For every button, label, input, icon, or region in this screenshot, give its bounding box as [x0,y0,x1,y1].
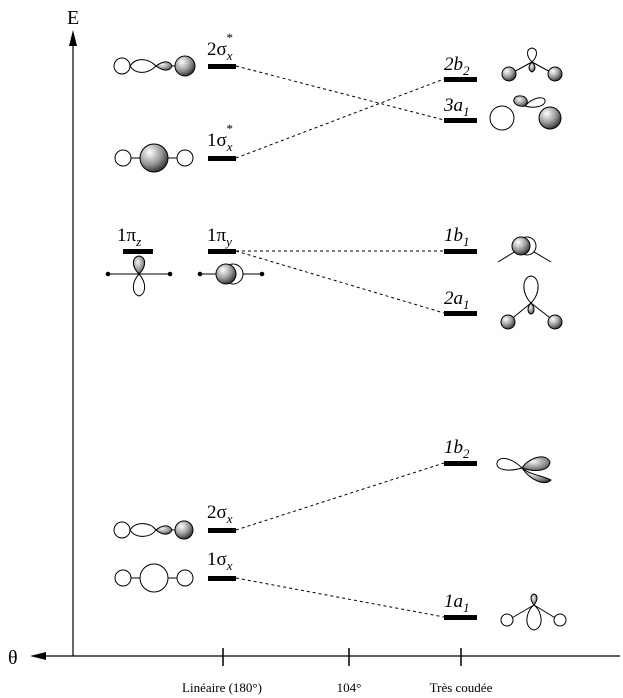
orbital-1b1-icon [497,236,552,263]
label-3a1: 3a1 [443,95,470,119]
label-1sigma-star: 1σx* [207,121,233,154]
orbital-1a1-icon [500,593,567,631]
correlation-1piy-2a1 [235,250,445,314]
orbital-1sigma-icon [114,563,194,593]
orbital-1b2-icon [496,456,552,483]
orbital-2sigma-icon [113,520,194,540]
label-1piy: 1πy [207,225,232,249]
level-bar-1piz [123,249,153,254]
label-2b2: 2b2 [444,54,470,78]
label-2sigma: 2σx [207,502,233,526]
orbital-1sigma-star-icon [114,143,194,173]
level-bar-2b2 [444,77,477,82]
orbital-1piy-icon [197,263,265,285]
level-bar-1b2 [444,461,477,466]
label-2sigma-star: 2σx* [207,30,233,63]
tick-label-104: 104° [337,680,362,695]
level-bar-1sigma [208,576,236,581]
angle-axis-arrow-icon [30,652,46,660]
label-1sigma: 1σx [207,549,233,573]
angle-axis: θ Linéaire (180°) 104° Très coudée [8,647,620,695]
correlation-1sigma-1a1 [235,577,445,618]
level-bar-1sigma-star [208,156,236,161]
level-bar-2a1 [444,311,477,316]
correlation-lines [235,65,445,618]
tick-label-bent: Très coudée [430,680,493,695]
label-1b2: 1b2 [444,437,470,461]
level-bar-2sigma [208,528,236,533]
orbital-3a1-icon [489,95,562,131]
left-level-bars [123,64,236,581]
right-level-bars [444,77,477,620]
level-bar-1a1 [444,615,477,620]
level-bar-1piy [208,249,236,254]
orbital-2sigma-star-icon [113,55,196,77]
orbital-2b2-icon [501,47,563,82]
level-bar-3a1 [444,118,477,123]
energy-axis-label: E [67,7,79,29]
correlation-2sigma-star-3a1 [235,65,445,121]
label-1a1: 1a1 [444,591,470,615]
energy-axis-arrow-icon [69,30,77,46]
correlation-2sigma-1b2 [235,462,445,531]
correlation-1sigma-star-2b2 [235,78,445,159]
angle-axis-label: θ [8,647,18,669]
label-1b1: 1b1 [444,225,470,249]
level-bar-2sigma-star [208,64,236,69]
level-bar-1b1 [444,249,477,254]
label-1piz: 1πz [117,225,141,249]
tick-label-linear: Linéaire (180°) [182,680,262,695]
orbital-2a1-icon [500,275,563,330]
orbital-1piz-icon [105,255,173,297]
label-2a1: 2a1 [444,288,470,312]
energy-axis: E [67,7,79,656]
